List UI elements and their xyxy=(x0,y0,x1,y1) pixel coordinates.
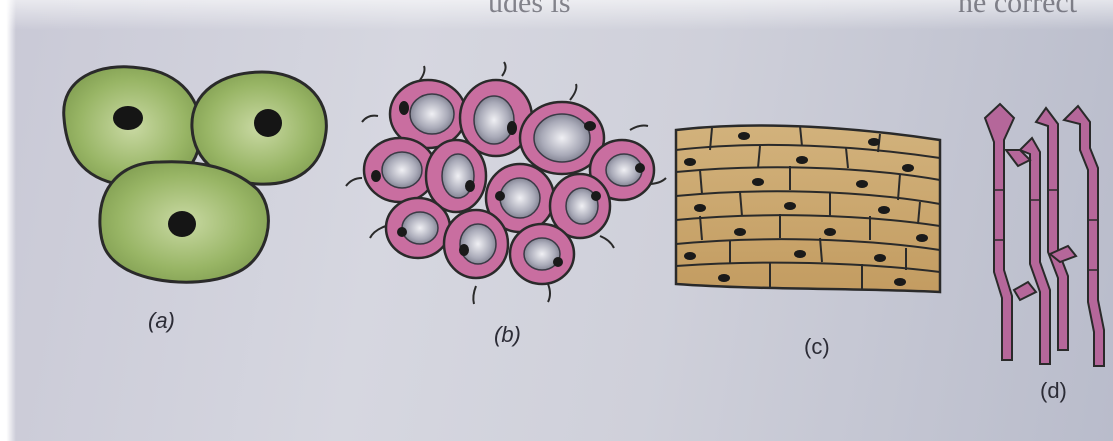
vessel-strands xyxy=(985,104,1104,366)
figure-label-c: (c) xyxy=(804,334,830,360)
figure-label-d: (d) xyxy=(1040,378,1067,404)
figure-label-b: (b) xyxy=(494,322,521,348)
vessel-cross-walls xyxy=(994,190,1098,270)
figure-label-a: (a) xyxy=(148,308,175,334)
